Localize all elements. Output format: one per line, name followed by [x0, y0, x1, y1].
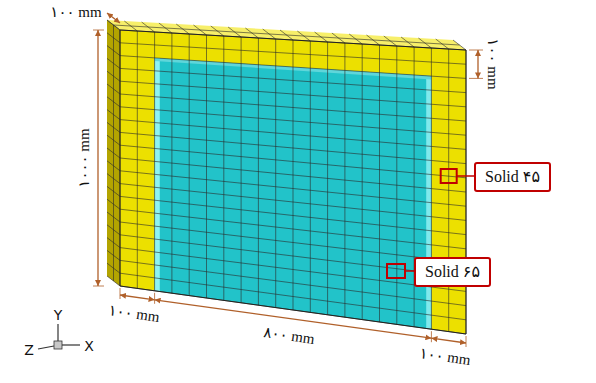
frame-face: [120, 30, 466, 334]
dimension-line: [431, 338, 466, 343]
callout-text: Solid ۶۵: [425, 264, 480, 280]
mesh-line: [114, 25, 460, 45]
callout-square: [387, 264, 405, 278]
dimension-label: ۱۰۰ mm: [485, 38, 500, 89]
dimension-line: [477, 50, 478, 78]
mesh-line: [431, 48, 432, 329]
dimension-label: ۱۰۰۰ mm: [77, 128, 92, 187]
extension-line: [469, 78, 483, 79]
callout-text: Solid ۴۵: [485, 169, 540, 185]
callout-box: Solid ۴۵: [474, 162, 551, 192]
dimension-label: ۸۰۰ mm: [263, 325, 316, 347]
leader-line: [405, 270, 414, 272]
dimension-line: [120, 295, 155, 300]
frame-outline: [120, 30, 466, 334]
side-face: [107, 20, 120, 286]
dimension-line: [107, 13, 120, 23]
axis-line: [38, 346, 54, 349]
frame-body: [107, 20, 466, 334]
dimension-lines: [93, 13, 483, 347]
axis-triad: [38, 324, 80, 349]
dimension-label: ۱۰۰ mm: [50, 5, 101, 20]
extension-line: [431, 331, 432, 342]
axis-line: [62, 344, 80, 345]
extension-line: [469, 50, 483, 51]
axis-label: Y: [54, 308, 63, 322]
callout-square: [441, 169, 457, 183]
axis-cube: [54, 341, 62, 349]
axis-label: X: [84, 339, 94, 353]
mesh-lines: [107, 20, 466, 334]
axis-label: Z: [24, 343, 34, 357]
extension-line: [120, 288, 121, 299]
axis-line: [57, 324, 58, 341]
dimension-label: ۱۰۰ mm: [108, 303, 161, 325]
extension-line: [466, 336, 467, 347]
mesh-line: [113, 25, 114, 281]
callout-box: Solid ۶۵: [414, 257, 491, 287]
dimension-label: ۱۰۰ mm: [419, 346, 472, 368]
leader-line: [457, 175, 474, 177]
dimension-line: [97, 30, 98, 286]
extension-line: [154, 293, 155, 304]
mesh-line: [448, 49, 449, 332]
